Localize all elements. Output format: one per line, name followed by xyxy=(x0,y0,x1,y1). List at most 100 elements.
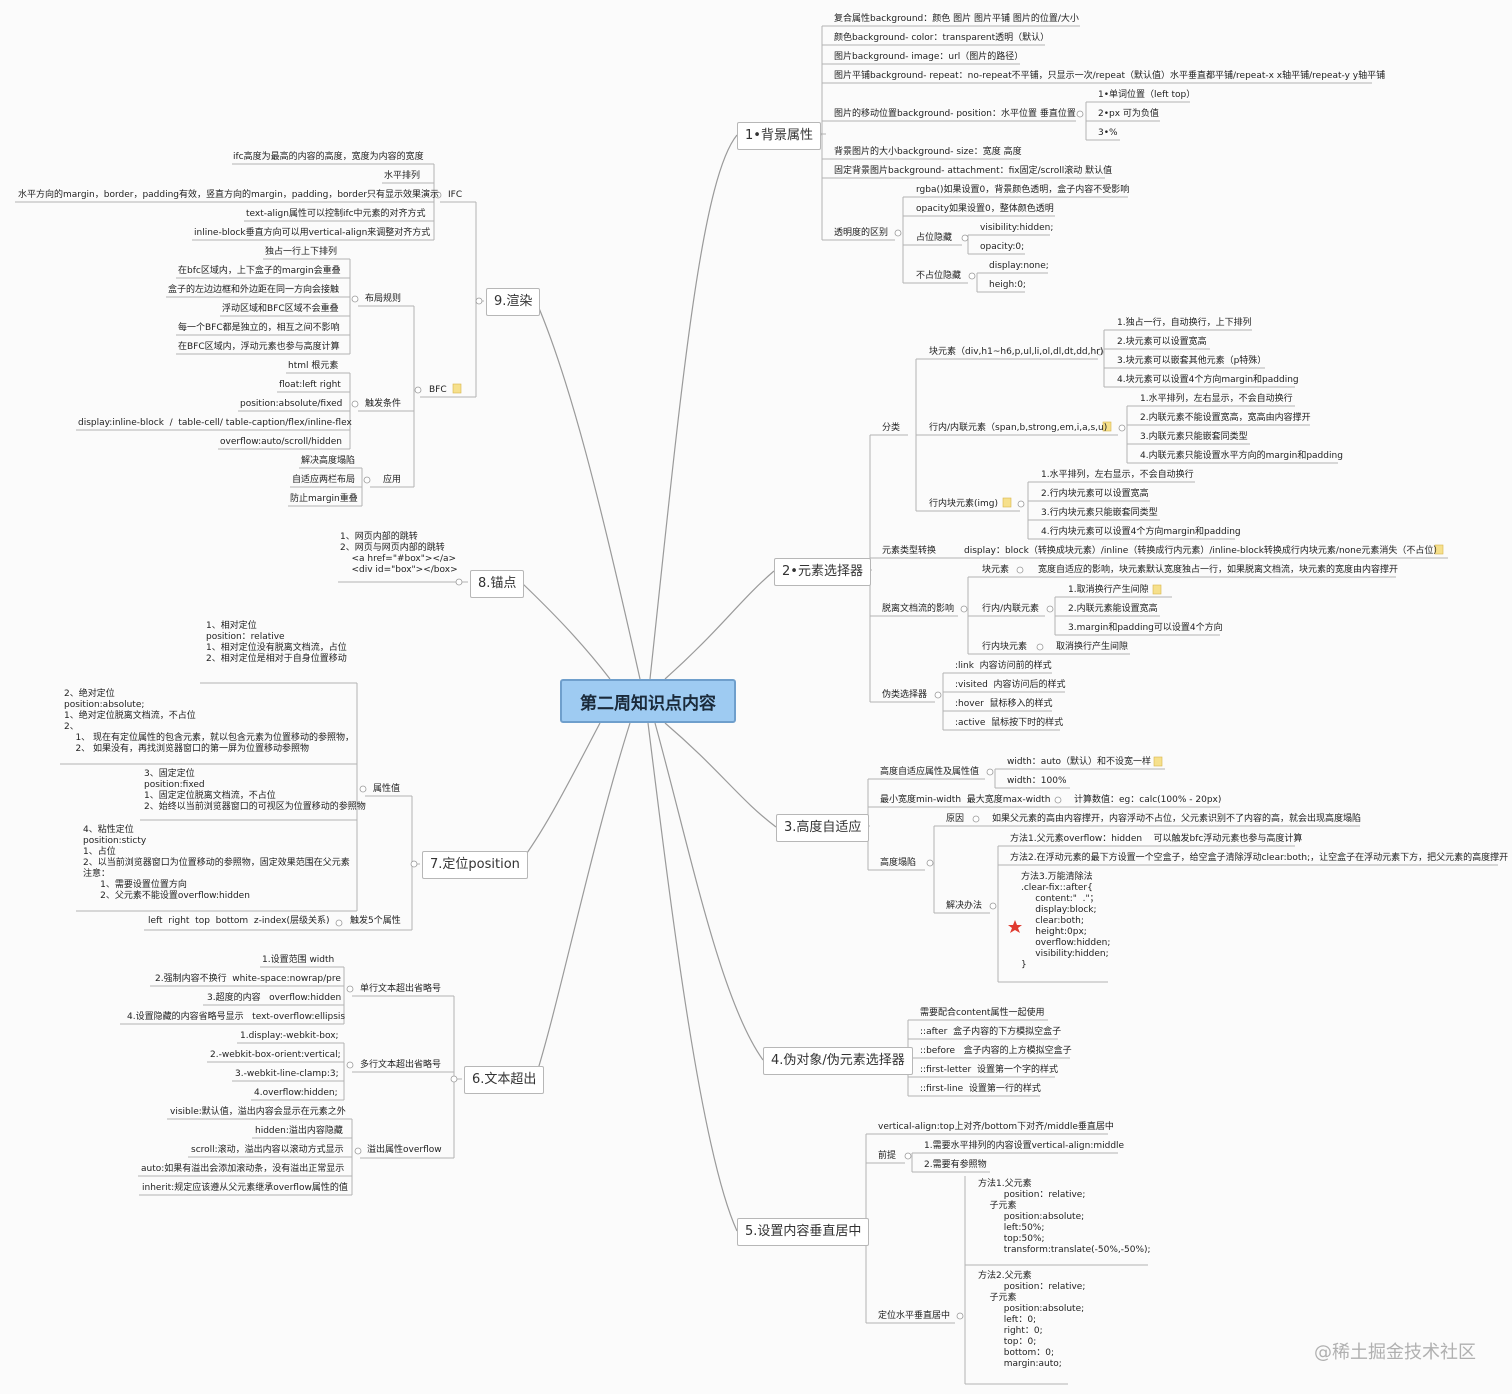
topic-label: opacity如果设置0，整体颜色透明 xyxy=(916,204,1054,214)
topic-label: 元素类型转换 xyxy=(882,546,937,556)
topic-label: 1.水平排列，左右显示，不会自动换行 xyxy=(1041,470,1194,480)
topic-label: 3、固定定位 position:fixed 1、固定定位脱离文档流，不占位 2、… xyxy=(144,769,366,812)
topic-label: 1.独占一行，自动换行，上下排列 xyxy=(1117,318,1252,328)
topic-label: inline-block垂直方向可以用vertical-align来调整对齐方式 xyxy=(194,228,431,238)
topic-label: 2.需要有参照物 xyxy=(924,1160,987,1170)
topic-label: 1、网页内部的跳转 2、网页与网页内部的跳转 <a href="#box"></… xyxy=(340,532,458,575)
topic-label: 4.块元素可以设置4个方向margin和padding xyxy=(1117,375,1299,385)
topic-label: 图片平铺background- repeat：no-repeat不平铺，只显示一… xyxy=(834,71,1386,81)
topic-label: 3.块元素可以嵌套其他元素（p特殊） xyxy=(1117,356,1267,366)
branch-topic[interactable]: 1•背景属性 xyxy=(737,122,821,150)
topic-label: heigh:0; xyxy=(989,280,1026,290)
topic-label: 方法2.父元素 position：relative; 子元素 position:… xyxy=(978,1271,1086,1369)
topic-label: 图片background- image：url（图片的路径） xyxy=(834,52,1024,62)
topic-label: ifc高度为最高的内容的高度，宽度为内容的宽度 xyxy=(233,152,424,162)
topic-label: 高度自适应属性及属性值 xyxy=(880,767,980,777)
topic-label: 定位水平垂直居中 xyxy=(878,1311,951,1321)
star-icon xyxy=(1008,920,1022,933)
topic-label: 应用 xyxy=(383,475,402,485)
topic-label: text-align属性可以控制ifc中元素的对齐方式 xyxy=(246,209,426,219)
topic-label: 脱离文档流的影响 xyxy=(882,604,955,614)
central-topic[interactable]: 第二周知识点内容 xyxy=(560,679,736,723)
topic-label: 2、绝对定位 position:absolute; 1、绝对定位脱离文档流，不占… xyxy=(64,689,355,754)
branch-topic[interactable]: 5.设置内容垂直居中 xyxy=(737,1218,870,1246)
topic-label: 在BFC区域内，浮动元素也参与高度计算 xyxy=(178,342,340,352)
topic-label: float:left right xyxy=(279,380,341,390)
topic-label: opacity:0; xyxy=(980,242,1025,252)
branch-topic[interactable]: 9.渲染 xyxy=(486,288,541,316)
topic-label: 1、相对定位 position：relative 1、相对定位没有脱离文档流，占… xyxy=(206,621,347,664)
topic-label: vertical-align:top上对齐/bottom下对齐/middle垂直… xyxy=(878,1122,1114,1132)
topic-label: 3.超度的内容 overflow:hidden xyxy=(207,993,342,1003)
topic-label: 1.取消换行产生间隙 xyxy=(1068,585,1149,595)
topic-label: 防止margin重叠 xyxy=(290,494,358,504)
topic-label: :active 鼠标按下时的样式 xyxy=(955,718,1064,728)
topic-label: 需要配合content属性一起使用 xyxy=(920,1008,1045,1018)
topic-label: 独占一行上下排列 xyxy=(265,247,338,257)
topic-label: 1.设置范围 width xyxy=(262,955,335,965)
topic-label: 2.内联元素能设置宽高 xyxy=(1068,604,1158,614)
branch-topic[interactable]: 6.文本超出 xyxy=(464,1066,545,1094)
branch-topic[interactable]: 4.伪对象/伪元素选择器 xyxy=(763,1047,913,1075)
topic-label: 溢出属性overflow xyxy=(367,1145,442,1155)
topic-label: 前提 xyxy=(878,1151,897,1161)
branch-topic[interactable]: 7.定位position xyxy=(422,851,528,879)
topic-label: 块元素（div,h1~h6,p,ul,li,ol,dl,dt,dd,hr) xyxy=(929,347,1104,357)
topic-label: 2.-webkit-box-orient:vertical; xyxy=(210,1050,341,1060)
topic-label: 方法1.父元素 position：relative; 子元素 position:… xyxy=(978,1179,1151,1255)
watermark: @稀土掘金技术社区 xyxy=(1314,1342,1476,1363)
topic-label: :link 内容访问前的样式 xyxy=(955,661,1052,671)
topic-label: 方法3.万能清除法 .clear-fix::after{ content:" .… xyxy=(1021,872,1111,970)
topic-label: 解决办法 xyxy=(946,901,983,911)
topic-label: inherit:规定应该遵从父元素继承overflow属性的值 xyxy=(142,1183,348,1193)
topic-label: 1.水平排列，左右显示，不会自动换行 xyxy=(1140,394,1293,404)
topic-label: 行内/内联元素 xyxy=(982,604,1040,614)
topic-label: 固定背景图片background- attachment：fix固定/scrol… xyxy=(834,166,1113,176)
topic-label: 盒子的左边边框和外边距在同一方向会接触 xyxy=(168,285,340,295)
topic-label: display:none; xyxy=(989,261,1049,271)
branch-topic[interactable]: 2•元素选择器 xyxy=(774,558,871,586)
topic-label: ::first-line 设置第一行的样式 xyxy=(920,1084,1041,1094)
topic-label: 浮动区域和BFC区域不会重叠 xyxy=(222,304,339,314)
topic-label: 2.块元素可以设置宽高 xyxy=(1117,337,1207,347)
topic-label: 4.内联元素只能设置水平方向的margin和padding xyxy=(1140,451,1343,461)
topic-label: width：auto（默认）和不设宽一样 xyxy=(1007,757,1152,767)
topic-label: 块元素 xyxy=(982,565,1010,575)
topic-label: 占位隐藏 xyxy=(916,233,953,243)
topic-label: 多行文本超出省略号 xyxy=(360,1060,442,1070)
topic-label: 方法2.在浮动元素的最下方设置一个空盒子，给空盒子清除浮动clear:both;… xyxy=(1010,853,1509,863)
topic-label: 在bfc区域内，上下盒子的margin会重叠 xyxy=(178,266,341,276)
topic-label: BFC xyxy=(429,385,447,395)
branch-topic[interactable]: 3.高度自适应 xyxy=(776,814,870,842)
topic-label: :hover 鼠标移入的样式 xyxy=(955,699,1053,709)
topic-label: 高度塌陷 xyxy=(880,858,917,868)
topic-label: 3•% xyxy=(1098,128,1118,138)
branch-topic[interactable]: 8.锚点 xyxy=(470,570,525,598)
topic-label: 1.需要水平排列的内容设置vertical-align:middle xyxy=(924,1141,1125,1151)
topic-label: 颜色background- color：transparent透明（默认） xyxy=(834,33,1050,43)
topic-label: 3.行内块元素只能嵌套同类型 xyxy=(1041,508,1158,518)
topic-label: 3.内联元素只能嵌套同类型 xyxy=(1140,432,1248,442)
topic-label: ::before 盒子内容的上方模拟空盒子 xyxy=(920,1046,1072,1056)
topic-label: 3.margin和padding可以设置4个方向 xyxy=(1068,623,1223,633)
topic-label: 触发5个属性 xyxy=(350,916,401,926)
sub-branch-lines xyxy=(15,25,1498,1385)
topic-label: 2.行内块元素可以设置宽高 xyxy=(1041,489,1149,499)
topic-label: 宽度自适应的影响，块元素默认宽度独占一行，如果脱离文档流，块元素的宽度由内容撑开 xyxy=(1038,565,1399,575)
topic-label: overflow:auto/scroll/hidden xyxy=(220,437,342,447)
topic-label: 4.overflow:hidden; xyxy=(254,1088,338,1098)
topic-label: 1•单词位置（left top） xyxy=(1098,90,1196,100)
topic-label: 解决高度塌陷 xyxy=(301,456,356,466)
topic-label: 触发条件 xyxy=(365,399,402,409)
topic-label: 属性值 xyxy=(373,784,401,794)
topic-label: display：block（转换成块元素）/inline（转换成行内元素）/in… xyxy=(964,546,1443,556)
topic-label: visible:默认值，溢出内容会显示在元素之外 xyxy=(170,1107,346,1117)
topic-label: 计算数值：eg：calc(100% - 20px) xyxy=(1074,795,1222,805)
topic-label: 如果父元素的高由内容撑开，内容浮动不占位，父元素识别不了内容的高，就会出现高度塌… xyxy=(992,814,1362,824)
topic-label: 方法1.父元素overflow：hidden 可以触发bfc浮动元素也参与高度计… xyxy=(1010,834,1303,844)
topic-label: visibility:hidden; xyxy=(980,223,1054,233)
topic-label: 不占位隐藏 xyxy=(916,271,962,281)
topic-label: 每一个BFC都是独立的，相互之间不影响 xyxy=(178,323,340,333)
topic-label: 2.强制内容不换行 white-space:nowrap/pre xyxy=(155,974,341,984)
topic-label: 自适应两栏布局 xyxy=(292,475,356,485)
